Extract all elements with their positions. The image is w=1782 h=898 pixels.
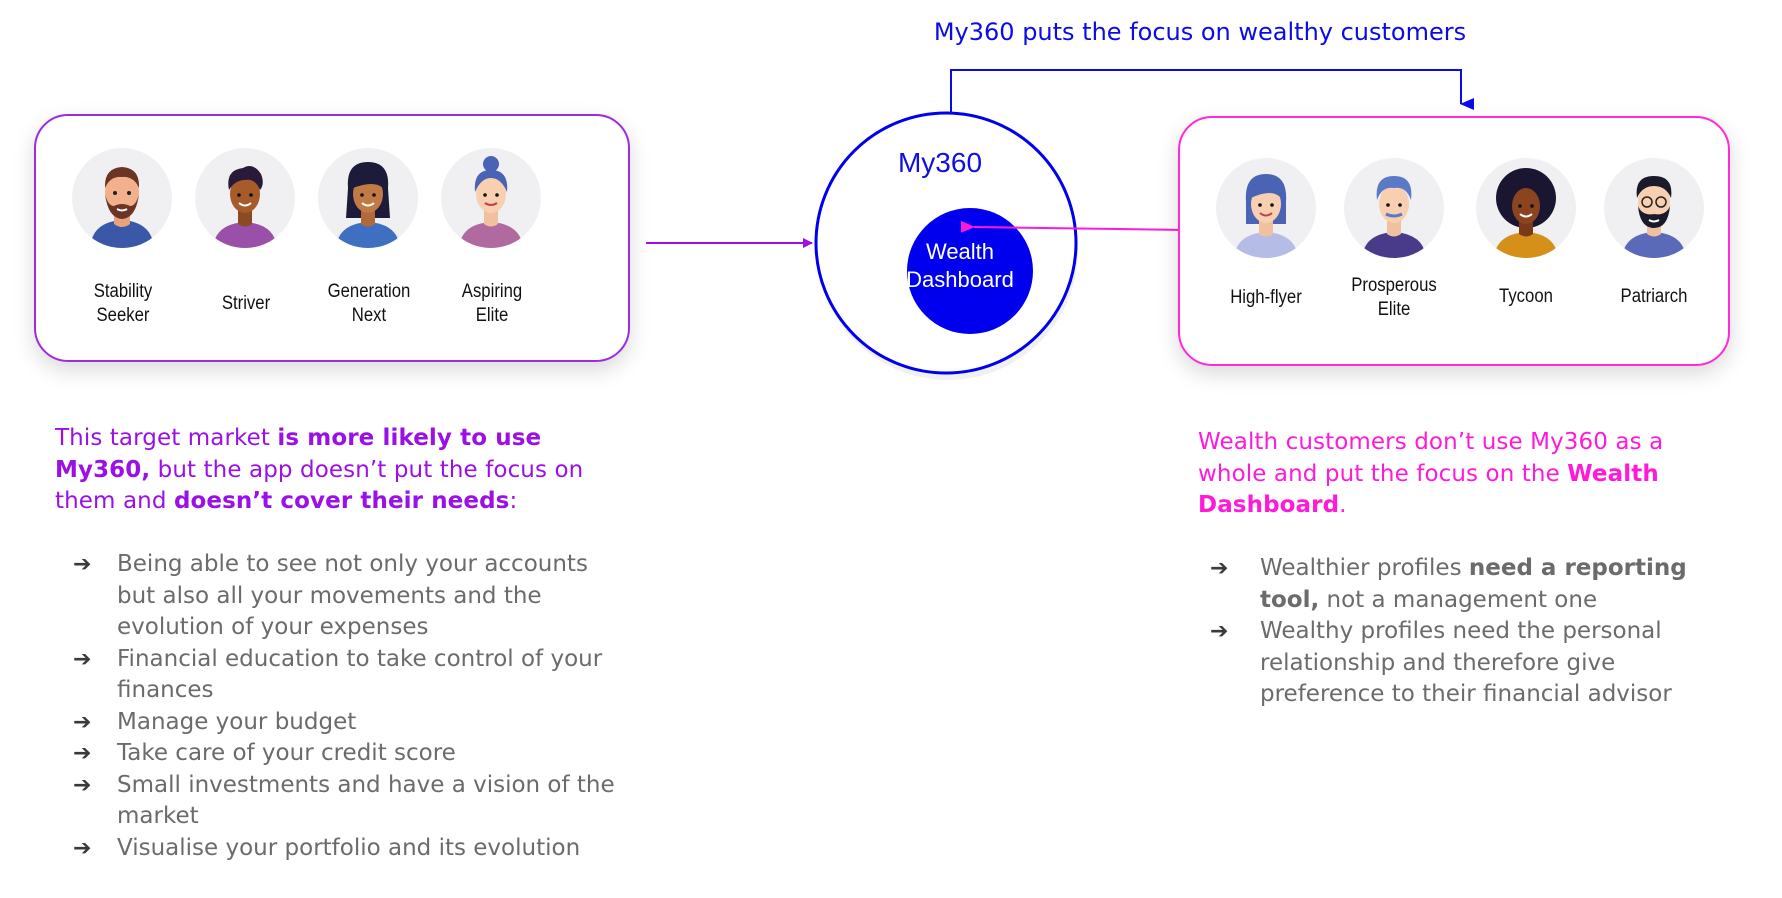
persona-label-stability-seeker: Stability Seeker <box>93 281 153 326</box>
persona-label-striver: Striver <box>221 293 271 314</box>
right-to-dashboard-arrow <box>960 220 1189 233</box>
mass-market-needs-list: ➔Being able to see not only your account… <box>55 549 625 864</box>
list-item: ➔Small investments and have a vision of … <box>73 771 615 830</box>
arrow-right-icon: ➔ <box>1210 556 1229 581</box>
list-item: ➔Take care of your credit score <box>55 738 625 770</box>
list-item: ➔Wealthier profiles need a reporting too… <box>1210 555 1687 613</box>
avatar-bearded-man-icon <box>72 148 172 248</box>
focus-bracket-arrow <box>950 69 1474 113</box>
persona-label-generation-next: Generation Next <box>327 281 411 326</box>
focus-label: My360 puts the focus on wealthy customer… <box>933 18 1467 46</box>
wealth-dashboard-label: Wealth Dashboard <box>900 238 1020 294</box>
arrow-right-icon: ➔ <box>73 709 92 735</box>
arrow-right-icon: ➔ <box>73 741 92 766</box>
avatar-older-man-icon <box>1344 158 1444 258</box>
avatar-blue-hair-woman-icon <box>1216 158 1316 258</box>
wealth-dashboard-line2: Dashboard <box>906 267 1014 292</box>
persona-label-patriarch: Patriarch <box>1620 286 1688 307</box>
arrow-right-icon: ➔ <box>1210 619 1229 644</box>
persona-label-tycoon: Tycoon <box>1499 286 1553 307</box>
arrow-right-icon: ➔ <box>73 835 92 861</box>
my360-title: My360 <box>897 147 983 178</box>
wealth-personas-panel: High-flyer Prosperous Elite Tycoon Patri… <box>1178 116 1730 366</box>
arrow-right-icon: ➔ <box>73 646 92 672</box>
list-item: ➔Wealthy profiles need the personal rela… <box>1210 618 1672 707</box>
avatar-bearded-glasses-man-icon <box>1604 158 1704 258</box>
persona-label-aspiring-elite: Aspiring Elite <box>461 281 523 326</box>
avatar-woman-icon <box>318 148 418 248</box>
list-item: ➔Financial education to take control of … <box>73 645 603 704</box>
list-item: ➔Visualise your portfolio and its evolut… <box>55 833 625 865</box>
persona-label-high-flyer: High-flyer <box>1230 287 1302 308</box>
wealth-insights-list: ➔Wealthier profiles need a reporting too… <box>1210 553 1730 711</box>
wealth-dashboard-line1: Wealth <box>925 239 995 264</box>
avatar-curly-woman-icon <box>1476 158 1576 258</box>
arrow-right-icon: ➔ <box>73 552 92 577</box>
arrow-right-icon: ➔ <box>73 772 92 798</box>
mass-market-summary: This target market is more likely to use… <box>55 425 584 514</box>
wealth-summary: Wealth customers don’t use My360 as a wh… <box>1198 429 1664 518</box>
list-item: ➔Being able to see not only your account… <box>73 551 588 640</box>
wealth-dashboard-circle <box>907 208 1033 334</box>
list-item: ➔Manage your budget <box>55 707 625 739</box>
avatar-bun-woman-icon <box>441 148 541 248</box>
avatar-curly-man-icon <box>195 148 295 248</box>
persona-label-prosperous-elite: Prosperous Elite <box>1351 275 1437 320</box>
mass-market-personas-panel: Stability Seeker Striver Generation Next… <box>34 114 630 362</box>
